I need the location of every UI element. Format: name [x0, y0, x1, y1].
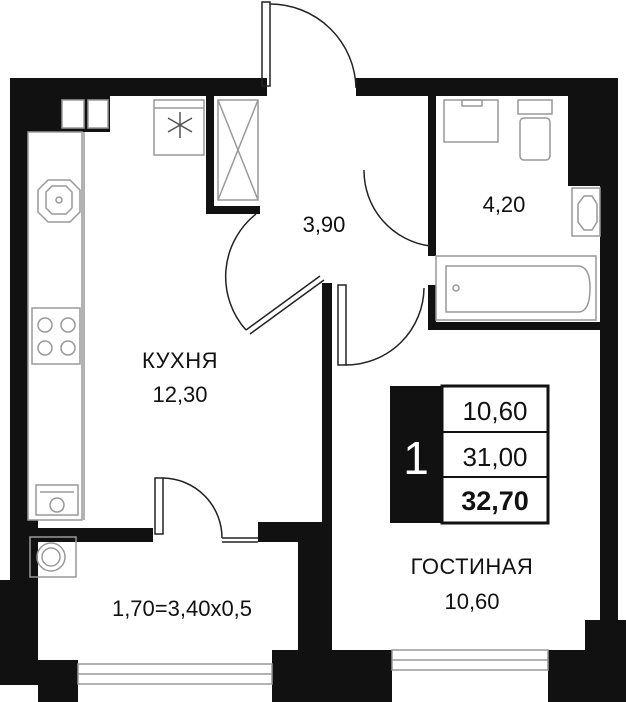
wall-bottom-left	[38, 660, 78, 685]
info-box: 1 10,60 31,00 32,70	[390, 384, 550, 525]
wall-left-pier	[0, 580, 38, 685]
bathroom-fixtures	[435, 99, 601, 321]
balcony-door-leaf	[154, 477, 164, 535]
wall-balcony-top	[38, 528, 153, 542]
living-door-swing	[345, 287, 425, 366]
wall-balcony-right-stub	[258, 522, 298, 542]
washing-machine-icon	[29, 536, 77, 578]
entrance-door-leaf	[261, 1, 271, 87]
wall-hall-left-foot	[206, 206, 260, 214]
info-box-dark-panel	[390, 386, 442, 523]
room-labels: КУХНЯ 12,30 3,90 4,20 ГОСТИНАЯ 10,60 1,7…	[112, 192, 533, 621]
wall-hall-left	[206, 96, 214, 214]
wall-top-left	[10, 78, 267, 96]
living-area: 10,60	[444, 589, 499, 614]
windows	[77, 649, 549, 685]
area-without-balcony-value: 31,00	[462, 442, 527, 472]
wall-kitchen-living	[322, 283, 332, 650]
oven	[35, 484, 79, 516]
wall-bath-left	[428, 96, 436, 256]
wall-bottom-outer-mid	[272, 685, 392, 702]
wall-bottom-mid	[272, 650, 392, 685]
kitchen-counter	[27, 131, 83, 521]
bathroom-area: 4,20	[483, 192, 526, 217]
wall-living-bottom-left	[38, 685, 78, 702]
living-area-value: 10,60	[462, 396, 527, 426]
kitchen-cabinet	[61, 99, 85, 129]
entrance-door-swing	[269, 3, 357, 89]
total-area-value: 32,70	[461, 486, 529, 516]
wall-bottom-right	[548, 650, 626, 685]
kitchen-cabinet-2	[87, 99, 109, 129]
wall-bath-left-lower	[428, 285, 436, 330]
snowflake-icon	[167, 112, 193, 138]
kitchen-door-swing	[224, 213, 257, 331]
stove-icon	[31, 307, 81, 365]
wall-bath-niche	[568, 96, 600, 186]
sink-icon	[37, 179, 81, 223]
wall-top-right	[356, 78, 618, 96]
wall-right-lower	[585, 620, 626, 650]
wall-living-inner-left	[298, 522, 332, 650]
bathroom-door-swing	[363, 169, 431, 247]
ventilation-shaft	[217, 99, 259, 201]
kitchen-name: КУХНЯ	[142, 348, 218, 373]
walls	[0, 78, 626, 702]
wall-left	[10, 78, 28, 535]
kitchen-area: 12,30	[152, 382, 207, 407]
wall-bath-bottom	[428, 322, 600, 330]
kitchen-fixtures	[27, 99, 205, 578]
balcony-door-swing	[162, 477, 223, 539]
bathtub-icon	[435, 255, 597, 321]
fridge	[153, 99, 205, 156]
balcony-area: 1,70=3,40x0,5	[112, 596, 252, 621]
info-box-frame	[440, 384, 550, 525]
rooms-count: 1	[403, 432, 429, 484]
doors	[154, 1, 431, 543]
wall-right	[600, 78, 618, 643]
wall-bottom-outer-right	[548, 685, 626, 702]
toilet-icon	[517, 99, 553, 115]
hall-area: 3,90	[303, 212, 346, 237]
living-name: ГОСТИНАЯ	[411, 554, 534, 579]
living-door-leaf	[337, 284, 347, 366]
